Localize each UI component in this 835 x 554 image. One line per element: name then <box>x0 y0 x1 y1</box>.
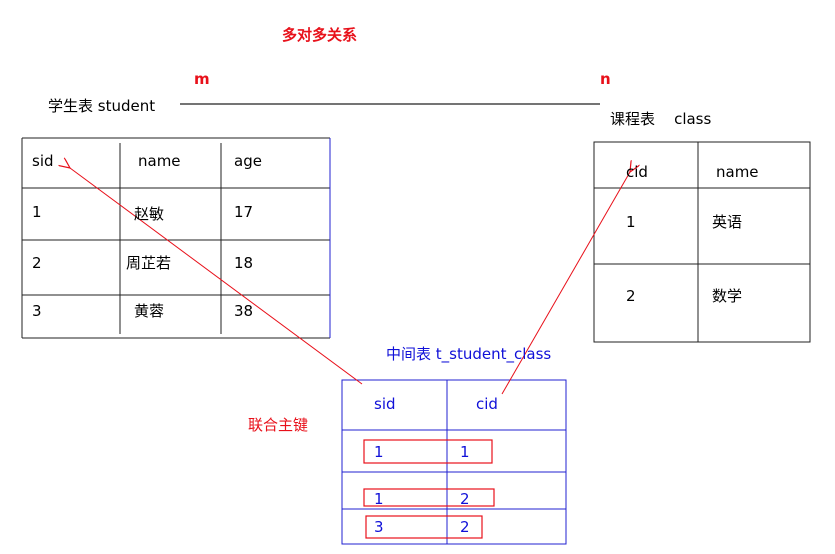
table-row-cell: 赵敏 <box>134 205 165 223</box>
table-row-cell: 18 <box>234 254 254 272</box>
table-row-cell: 1 <box>374 443 384 461</box>
student-table-label: 学生表 student <box>48 97 156 115</box>
table-row-cell: 2 <box>460 490 470 508</box>
table-row-cell: 2 <box>460 518 470 536</box>
table-row-cell: 17 <box>234 203 254 221</box>
class-header-name: name <box>716 163 759 181</box>
class-table-label: 课程表 class <box>610 110 712 128</box>
table-row-cell: 1 <box>374 490 384 508</box>
table-row-cell: 3 <box>32 302 42 320</box>
diagram-title: 多对多关系 <box>282 26 358 44</box>
composite-key-boxes <box>363 439 495 539</box>
student-multiplicity: m <box>194 70 210 88</box>
table-row-cell: 38 <box>234 302 254 320</box>
table-row-cell: 英语 <box>712 213 743 231</box>
table-row-cell: 1 <box>626 213 636 231</box>
student-header-sid: sid <box>32 152 54 170</box>
table-row-cell: 3 <box>374 518 384 536</box>
composite-key-label: 联合主键 <box>248 416 309 434</box>
middle-table-label: 中间表 t_student_class <box>386 345 552 363</box>
table-row-cell: 数学 <box>712 287 743 305</box>
middle-table-grid <box>341 379 567 545</box>
class-multiplicity: n <box>600 70 611 88</box>
class-table-grid <box>593 141 811 343</box>
student-header-age: age <box>234 152 262 170</box>
middle-header-cid: cid <box>476 395 498 413</box>
middle-header-sid: sid <box>374 395 396 413</box>
sid-foreign-key-arrow <box>70 168 363 385</box>
table-row-cell: 1 <box>32 203 42 221</box>
student-table-grid <box>21 137 330 339</box>
student-header-name: name <box>138 152 181 170</box>
class-header-cid: cid <box>626 163 648 181</box>
table-row-cell: 2 <box>626 287 636 305</box>
table-row-cell: 1 <box>460 443 470 461</box>
table-row-cell: 2 <box>32 254 42 272</box>
cid-foreign-key-arrow <box>501 172 630 395</box>
table-row-cell: 黄蓉 <box>134 302 165 320</box>
table-row-cell: 周芷若 <box>126 254 172 272</box>
